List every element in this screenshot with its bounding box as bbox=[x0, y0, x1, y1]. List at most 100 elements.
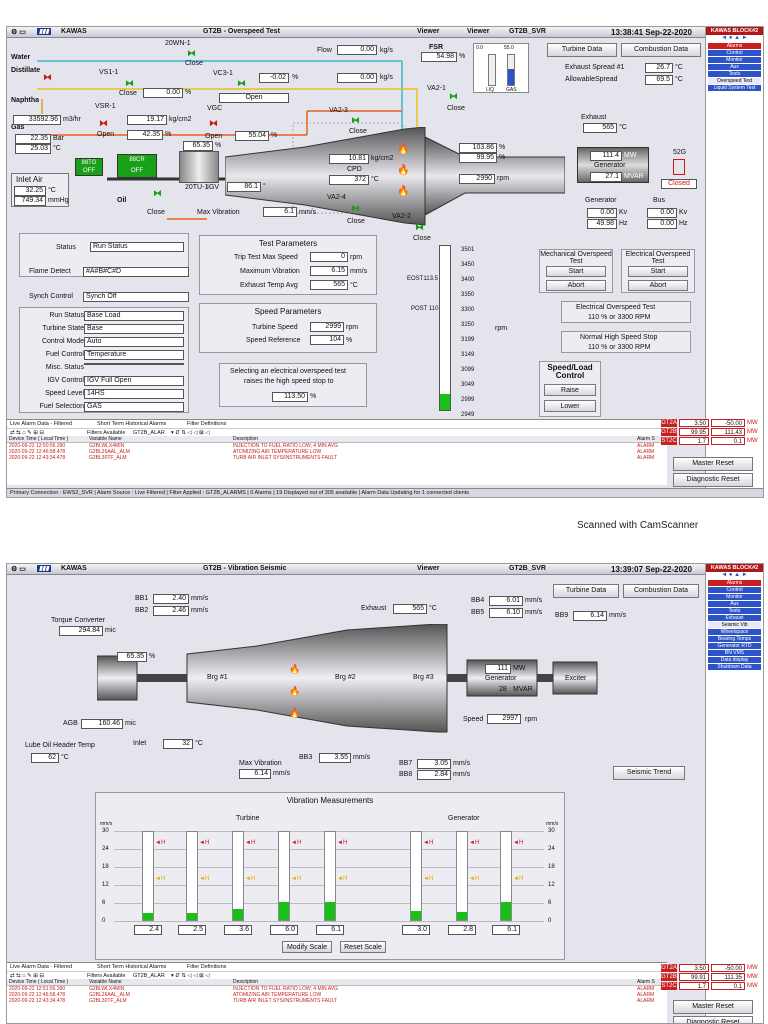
turbine-data-button[interactable]: Turbine Data bbox=[553, 584, 619, 598]
diagnostic-reset-button[interactable]: Diagnostic Reset bbox=[673, 1016, 753, 1023]
menu-item[interactable]: Exhaust bbox=[708, 615, 761, 621]
menu-item[interactable]: Generator RTD bbox=[708, 643, 761, 649]
filter-select[interactable]: GT2B_ALAR bbox=[133, 973, 165, 979]
page-title: GT2B - Overspeed Test bbox=[203, 28, 280, 35]
valve-va21-icon[interactable]: ⧓ bbox=[449, 91, 458, 101]
toolbar-icons[interactable]: ⇄ ⇆ ⌂ ✎ ⊞ ⊟ bbox=[10, 973, 45, 979]
info-value: 110 % or 3300 RPM bbox=[588, 344, 651, 351]
unit: °C bbox=[619, 124, 627, 131]
high-marker-label: H bbox=[250, 840, 256, 846]
ge-logo-icon: ⚙ ▭ bbox=[11, 566, 26, 573]
tab-short-term[interactable]: Short Term Historical Alarms bbox=[97, 964, 167, 970]
normal-high-speed-stop-info: Normal High Speed Stop 110 % or 3300 RPM bbox=[561, 331, 691, 353]
modify-scale-button[interactable]: Modify Scale bbox=[282, 941, 332, 953]
nav-arrows-icon[interactable]: ◄ ● ▲ ► bbox=[721, 35, 748, 41]
diagnostic-reset-button[interactable]: Diagnostic Reset bbox=[673, 473, 753, 487]
unit-name: GT2B_SVR bbox=[509, 565, 546, 572]
tab-short-term[interactable]: Short Term Historical Alarms bbox=[97, 421, 167, 427]
menu-item[interactable]: BN VMS bbox=[708, 650, 761, 656]
valve-vs11-icon[interactable]: ⧓ bbox=[125, 78, 134, 88]
breaker-52g-icon[interactable] bbox=[673, 159, 685, 175]
valve-20wn1-icon[interactable]: ⧓ bbox=[187, 48, 196, 58]
vibration-fill bbox=[279, 902, 289, 920]
valve-va22-icon[interactable]: ⧓ bbox=[415, 222, 424, 232]
elec-start-button[interactable]: Start bbox=[628, 266, 688, 277]
vibration-bar: ◄H◄H bbox=[142, 831, 165, 921]
status-row-value: GAS bbox=[84, 402, 184, 412]
menu-item[interactable]: Monitor bbox=[708, 594, 761, 600]
max-vibration: 6.15 bbox=[310, 266, 348, 276]
distillate-valve-icon[interactable]: ⧓ bbox=[43, 72, 52, 82]
menu-item[interactable]: Shutdown Data bbox=[708, 664, 761, 670]
alarm-marker-label: H bbox=[204, 876, 210, 882]
menu-item[interactable]: Aux bbox=[708, 601, 761, 607]
menu-item[interactable]: Data display bbox=[708, 657, 761, 663]
speed-load-control-panel: Speed/Load Control Raise Lower bbox=[539, 361, 601, 417]
valve-vc31-icon[interactable]: ⧓ bbox=[237, 78, 246, 88]
unit: mm/s bbox=[350, 268, 368, 275]
gen-kv: 0.00 bbox=[587, 208, 617, 218]
toolbar-icons[interactable]: ⇄ ⇆ ⌂ ✎ ⊞ ⊟ bbox=[10, 430, 45, 436]
vibration-seismic-screen: ⚙ ▭ ▮▮▮ KAWAS GT2B - Vibration Seismic V… bbox=[6, 563, 764, 1024]
valve-va23-icon[interactable]: ⧓ bbox=[351, 115, 360, 125]
valve-vsr1-icon[interactable]: ⧓ bbox=[99, 118, 108, 128]
unit: MW bbox=[747, 983, 758, 989]
menu-item[interactable]: Alarms bbox=[708, 580, 761, 586]
tab-filter-defs[interactable]: Filter Definitions bbox=[187, 964, 227, 970]
mech-start-button[interactable]: Start bbox=[546, 266, 606, 277]
menu-item[interactable]: Bearing Temps bbox=[708, 636, 761, 642]
fsr-value: 54.98 bbox=[421, 52, 457, 62]
lower-button[interactable]: Lower bbox=[544, 400, 596, 412]
menu-item[interactable]: Seismic Vib bbox=[708, 622, 761, 628]
menu-item[interactable]: Control bbox=[708, 50, 761, 56]
menu-item[interactable]: Tests bbox=[708, 71, 761, 77]
toolbar-icons[interactable]: ▾ ⇵ ⇅ ◁ ◁ ⊠ ◁ bbox=[171, 430, 210, 436]
filter-select[interactable]: GT2B_ALAR bbox=[133, 430, 165, 436]
elec-abort-button[interactable]: Abort bbox=[628, 280, 688, 291]
raise-button[interactable]: Raise bbox=[544, 384, 596, 396]
alarm-marker-label: H bbox=[474, 876, 480, 882]
menu-item[interactable]: Monitor bbox=[708, 57, 761, 63]
vibration-fill bbox=[187, 912, 197, 920]
master-reset-button[interactable]: Master Reset bbox=[673, 457, 753, 471]
menu-item[interactable]: Control bbox=[708, 587, 761, 593]
tab-filter-defs[interactable]: Filter Definitions bbox=[187, 421, 227, 427]
nav-arrows-icon[interactable]: ◄ ● ▲ ► bbox=[721, 572, 748, 578]
alarm-tabs: Live Alarm Data - Filtered Short Term Hi… bbox=[7, 963, 667, 971]
valve-va24-icon[interactable]: ⧓ bbox=[351, 203, 360, 213]
valve-20tu1-icon[interactable]: ⧓ bbox=[153, 188, 162, 198]
unit: MW bbox=[747, 965, 758, 971]
menu-item[interactable]: Liquid System Test bbox=[708, 85, 761, 91]
menu-item[interactable]: Tests bbox=[708, 608, 761, 614]
menu-item[interactable]: Alarms bbox=[708, 43, 761, 49]
valve-state: Close bbox=[447, 105, 465, 112]
toolbar-icons[interactable]: ▾ ⇵ ⇅ ◁ ◁ ⊠ ◁ bbox=[171, 973, 210, 979]
valve-vgc-icon[interactable]: ⧓ bbox=[209, 118, 218, 128]
max-vib-label: Max Vibration bbox=[239, 760, 282, 767]
overspeed-test-screen: ⚙ ▭ ▮▮▮ KAWAS GT2B - Overspeed Test View… bbox=[6, 26, 764, 498]
alarm-cell: G2BLWLX4MIN bbox=[89, 443, 125, 449]
combustion-data-button[interactable]: Combustion Data bbox=[623, 584, 699, 598]
speed-reference: 104 bbox=[310, 335, 344, 345]
seismic-trend-button[interactable]: Seismic Trend bbox=[613, 766, 685, 780]
menu-item[interactable]: Wheelspace bbox=[708, 629, 761, 635]
unit: mm/s bbox=[353, 754, 371, 761]
menu-item[interactable]: Overspeed Test bbox=[708, 78, 761, 84]
tab-live-alarms[interactable]: Live Alarm Data - Filtered bbox=[10, 421, 73, 427]
alarm-cell: G2BL26AAL_ALM bbox=[89, 992, 130, 998]
reset-scale-button[interactable]: Reset Scale bbox=[340, 941, 386, 953]
combustion-data-button[interactable]: Combustion Data bbox=[621, 43, 701, 57]
master-reset-button[interactable]: Master Reset bbox=[673, 1000, 753, 1014]
menu-item[interactable]: Aux bbox=[708, 64, 761, 70]
tab-live-alarms[interactable]: Live Alarm Data - Filtered bbox=[10, 964, 73, 970]
mech-abort-button[interactable]: Abort bbox=[546, 280, 606, 291]
turbine-data-button[interactable]: Turbine Data bbox=[547, 43, 617, 57]
